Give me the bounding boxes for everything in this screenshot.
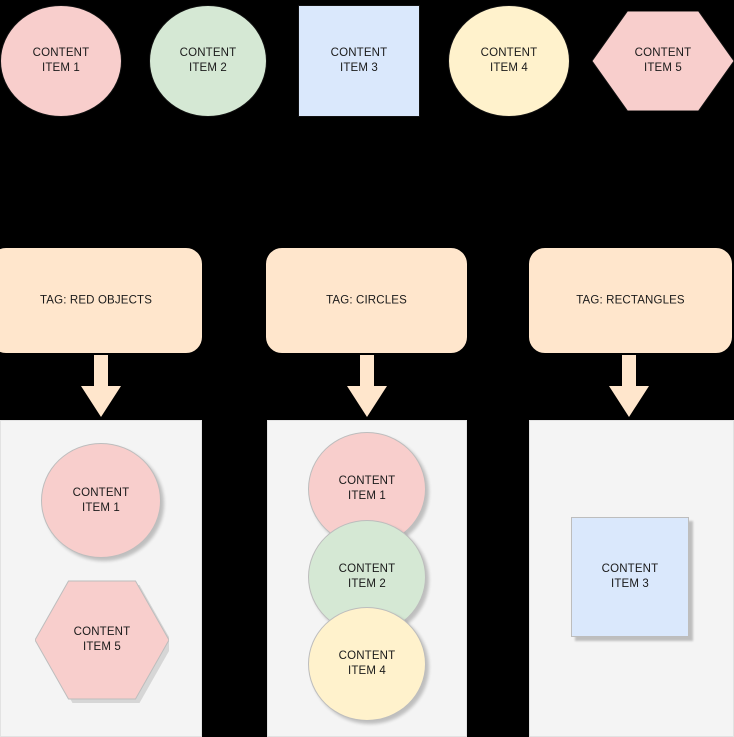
arrow-down-icon-red-objects (81, 355, 121, 417)
tag-rectangles-label: TAG: RECTANGLES (576, 294, 685, 306)
circle-icon (308, 607, 426, 721)
arrow-down-icon-circles (347, 355, 387, 417)
grouped-shape-content-item-5[interactable]: CONTENT ITEM 5 (35, 577, 169, 703)
source-shape-content-item-3[interactable]: CONTENT ITEM 3 (298, 5, 420, 117)
grouped-shape-content-item-4-circles[interactable]: CONTENT ITEM 4 (308, 607, 426, 721)
hexagon-icon (35, 580, 169, 703)
circle-icon (448, 5, 570, 117)
rectangle-icon (298, 5, 420, 117)
circle-icon (41, 443, 161, 558)
circle-icon (149, 5, 267, 117)
rectangle-icon (571, 517, 689, 637)
source-shape-content-item-5[interactable]: CONTENT ITEM 5 (592, 11, 734, 111)
source-shape-content-item-2[interactable]: CONTENT ITEM 2 (149, 5, 267, 117)
grouped-shape-content-item-3[interactable]: CONTENT ITEM 3 (571, 517, 689, 637)
arrow-down-icon-rectangles (609, 355, 649, 417)
grouped-shape-content-item-1[interactable]: CONTENT ITEM 1 (41, 443, 161, 558)
tag-circles-label: TAG: CIRCLES (326, 294, 407, 306)
hexagon-icon (592, 11, 734, 111)
tag-box-rectangles[interactable]: TAG: RECTANGLES (529, 248, 732, 353)
circle-icon (0, 5, 122, 117)
tag-box-red-objects[interactable]: TAG: RED OBJECTS (0, 248, 202, 353)
tag-red-objects-label: TAG: RED OBJECTS (39, 294, 153, 306)
tag-box-circles[interactable]: TAG: CIRCLES (266, 248, 467, 353)
source-shape-content-item-1[interactable]: CONTENT ITEM 1 (0, 5, 122, 117)
source-shape-content-item-4[interactable]: CONTENT ITEM 4 (448, 5, 570, 117)
